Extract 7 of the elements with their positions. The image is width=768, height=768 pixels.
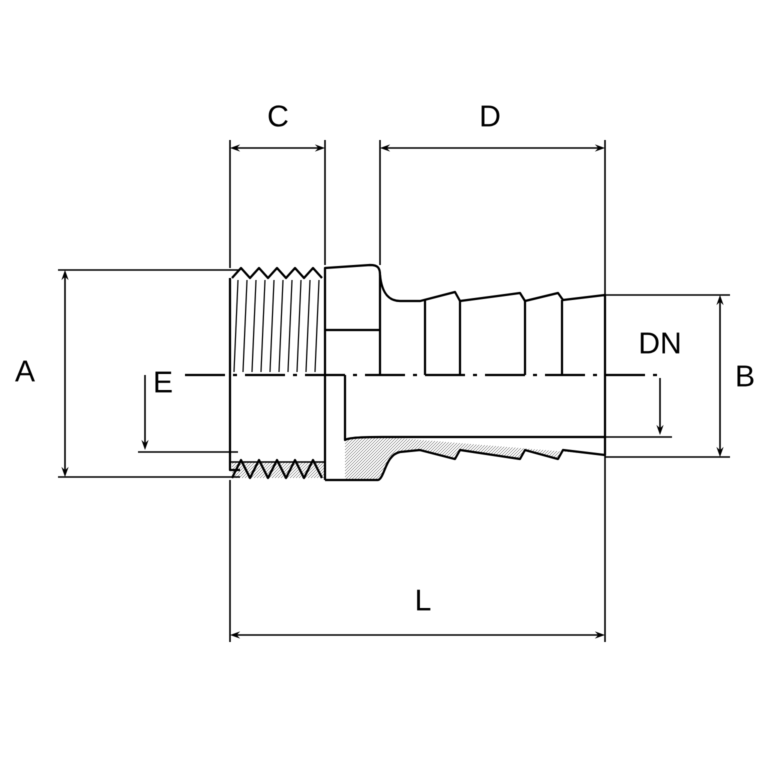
dimension-label: A [14, 360, 36, 382]
dimension-label: E [152, 370, 174, 394]
dimension-label: L [414, 588, 432, 612]
dimension-label: C [266, 104, 290, 128]
dimension-label: D [478, 104, 502, 128]
dimension-label: B [734, 364, 756, 388]
dimension-label: DN [637, 332, 683, 354]
